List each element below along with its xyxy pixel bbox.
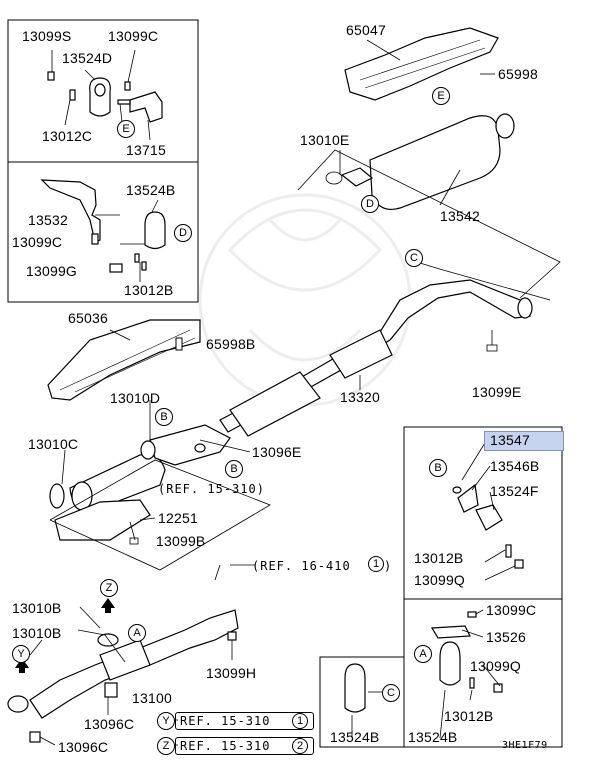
part-13524B[interactable]: 13524B bbox=[330, 729, 380, 745]
callout-z: Z bbox=[100, 579, 118, 597]
part-65036[interactable]: 65036 bbox=[68, 310, 108, 326]
part-13012B[interactable]: 13012B bbox=[444, 708, 494, 724]
part-65047[interactable]: 65047 bbox=[346, 22, 386, 38]
part-13542[interactable]: 13542 bbox=[440, 208, 480, 224]
part-13012B[interactable]: 13012B bbox=[124, 282, 174, 298]
part-65998[interactable]: 65998 bbox=[498, 66, 538, 82]
part-13099E[interactable]: 13099E bbox=[472, 384, 522, 400]
part-13099G[interactable]: 13099G bbox=[26, 263, 78, 279]
part-12251[interactable]: 12251 bbox=[158, 510, 198, 526]
diagram-code: 3HE1F79 bbox=[502, 740, 548, 751]
part-13526[interactable]: 13526 bbox=[486, 629, 526, 645]
part-65998B[interactable]: 65998B bbox=[206, 336, 256, 352]
ref-box-y[interactable] bbox=[175, 712, 314, 730]
part-13012C[interactable]: 13012C bbox=[42, 128, 93, 144]
box-bracket-set-2 bbox=[7, 161, 199, 303]
ref-box-z[interactable] bbox=[175, 737, 314, 755]
part-13547[interactable]: 13547 bbox=[490, 432, 530, 448]
part-13010D[interactable]: 13010D bbox=[110, 390, 161, 406]
callout-b: B bbox=[225, 460, 243, 478]
callout-c: C bbox=[382, 684, 400, 702]
part-13320[interactable]: 13320 bbox=[340, 389, 380, 405]
part-13524B[interactable]: 13524B bbox=[126, 182, 176, 198]
ref-number-circle: 1 bbox=[292, 713, 308, 729]
part-13099C[interactable]: 13099C bbox=[108, 28, 159, 44]
callout-z-circle: Z bbox=[157, 737, 175, 755]
part-13099Q[interactable]: 13099Q bbox=[470, 658, 522, 674]
part-13524B[interactable]: 13524B bbox=[408, 729, 458, 745]
part-13010B[interactable]: 13010B bbox=[12, 600, 62, 616]
callout-c: C bbox=[405, 249, 423, 267]
part-13099B[interactable]: 13099B bbox=[156, 533, 206, 549]
part-13099C[interactable]: 13099C bbox=[486, 602, 537, 618]
callout-y: Y bbox=[12, 645, 30, 663]
callout-y-circle: Y bbox=[157, 712, 175, 730]
part-13010B[interactable]: 13010B bbox=[12, 625, 62, 641]
part-13010C[interactable]: 13010C bbox=[28, 436, 79, 452]
part-13010E[interactable]: 13010E bbox=[300, 132, 350, 148]
callout-b: B bbox=[155, 408, 173, 426]
ref-paren-close: ) bbox=[384, 559, 393, 573]
part-13012B[interactable]: 13012B bbox=[414, 550, 464, 566]
callout-d: D bbox=[174, 224, 192, 242]
callout-e: E bbox=[432, 87, 450, 105]
callout-e: E bbox=[117, 120, 135, 138]
part-13096C[interactable]: 13096C bbox=[84, 716, 135, 732]
part-13524D[interactable]: 13524D bbox=[62, 50, 113, 66]
callout-b: B bbox=[429, 459, 447, 477]
callout-a: A bbox=[414, 645, 432, 663]
highlight-13547 bbox=[484, 431, 564, 451]
ref-note-y: REF. 15-310 bbox=[180, 714, 271, 728]
part-13099H[interactable]: 13099H bbox=[206, 665, 257, 681]
part-13099Q[interactable]: 13099Q bbox=[414, 572, 466, 588]
part-13546B[interactable]: 13546B bbox=[490, 458, 540, 474]
ref-number-circle: 2 bbox=[292, 738, 308, 754]
watermark-emblem bbox=[198, 193, 412, 407]
part-13715[interactable]: 13715 bbox=[126, 142, 166, 158]
part-13099S[interactable]: 13099S bbox=[22, 28, 72, 44]
ref-note-15-310[interactable]: (REF. 15-310) bbox=[158, 482, 265, 496]
ref-number-circle: 1 bbox=[368, 556, 384, 572]
part-13096C[interactable]: 13096C bbox=[58, 739, 109, 755]
ref-note-16-410[interactable]: (REF. 16-410 bbox=[252, 559, 351, 573]
part-13524F[interactable]: 13524F bbox=[490, 483, 539, 499]
part-13100[interactable]: 13100 bbox=[132, 690, 172, 706]
part-13532[interactable]: 13532 bbox=[28, 212, 68, 228]
ref-note-z: REF. 15-310 bbox=[180, 739, 271, 753]
part-13099C[interactable]: 13099C bbox=[12, 234, 63, 250]
part-13096E[interactable]: 13096E bbox=[252, 444, 302, 460]
callout-d: D bbox=[361, 195, 379, 213]
callout-a: A bbox=[128, 624, 146, 642]
box-hanger-set-3 bbox=[319, 656, 405, 748]
